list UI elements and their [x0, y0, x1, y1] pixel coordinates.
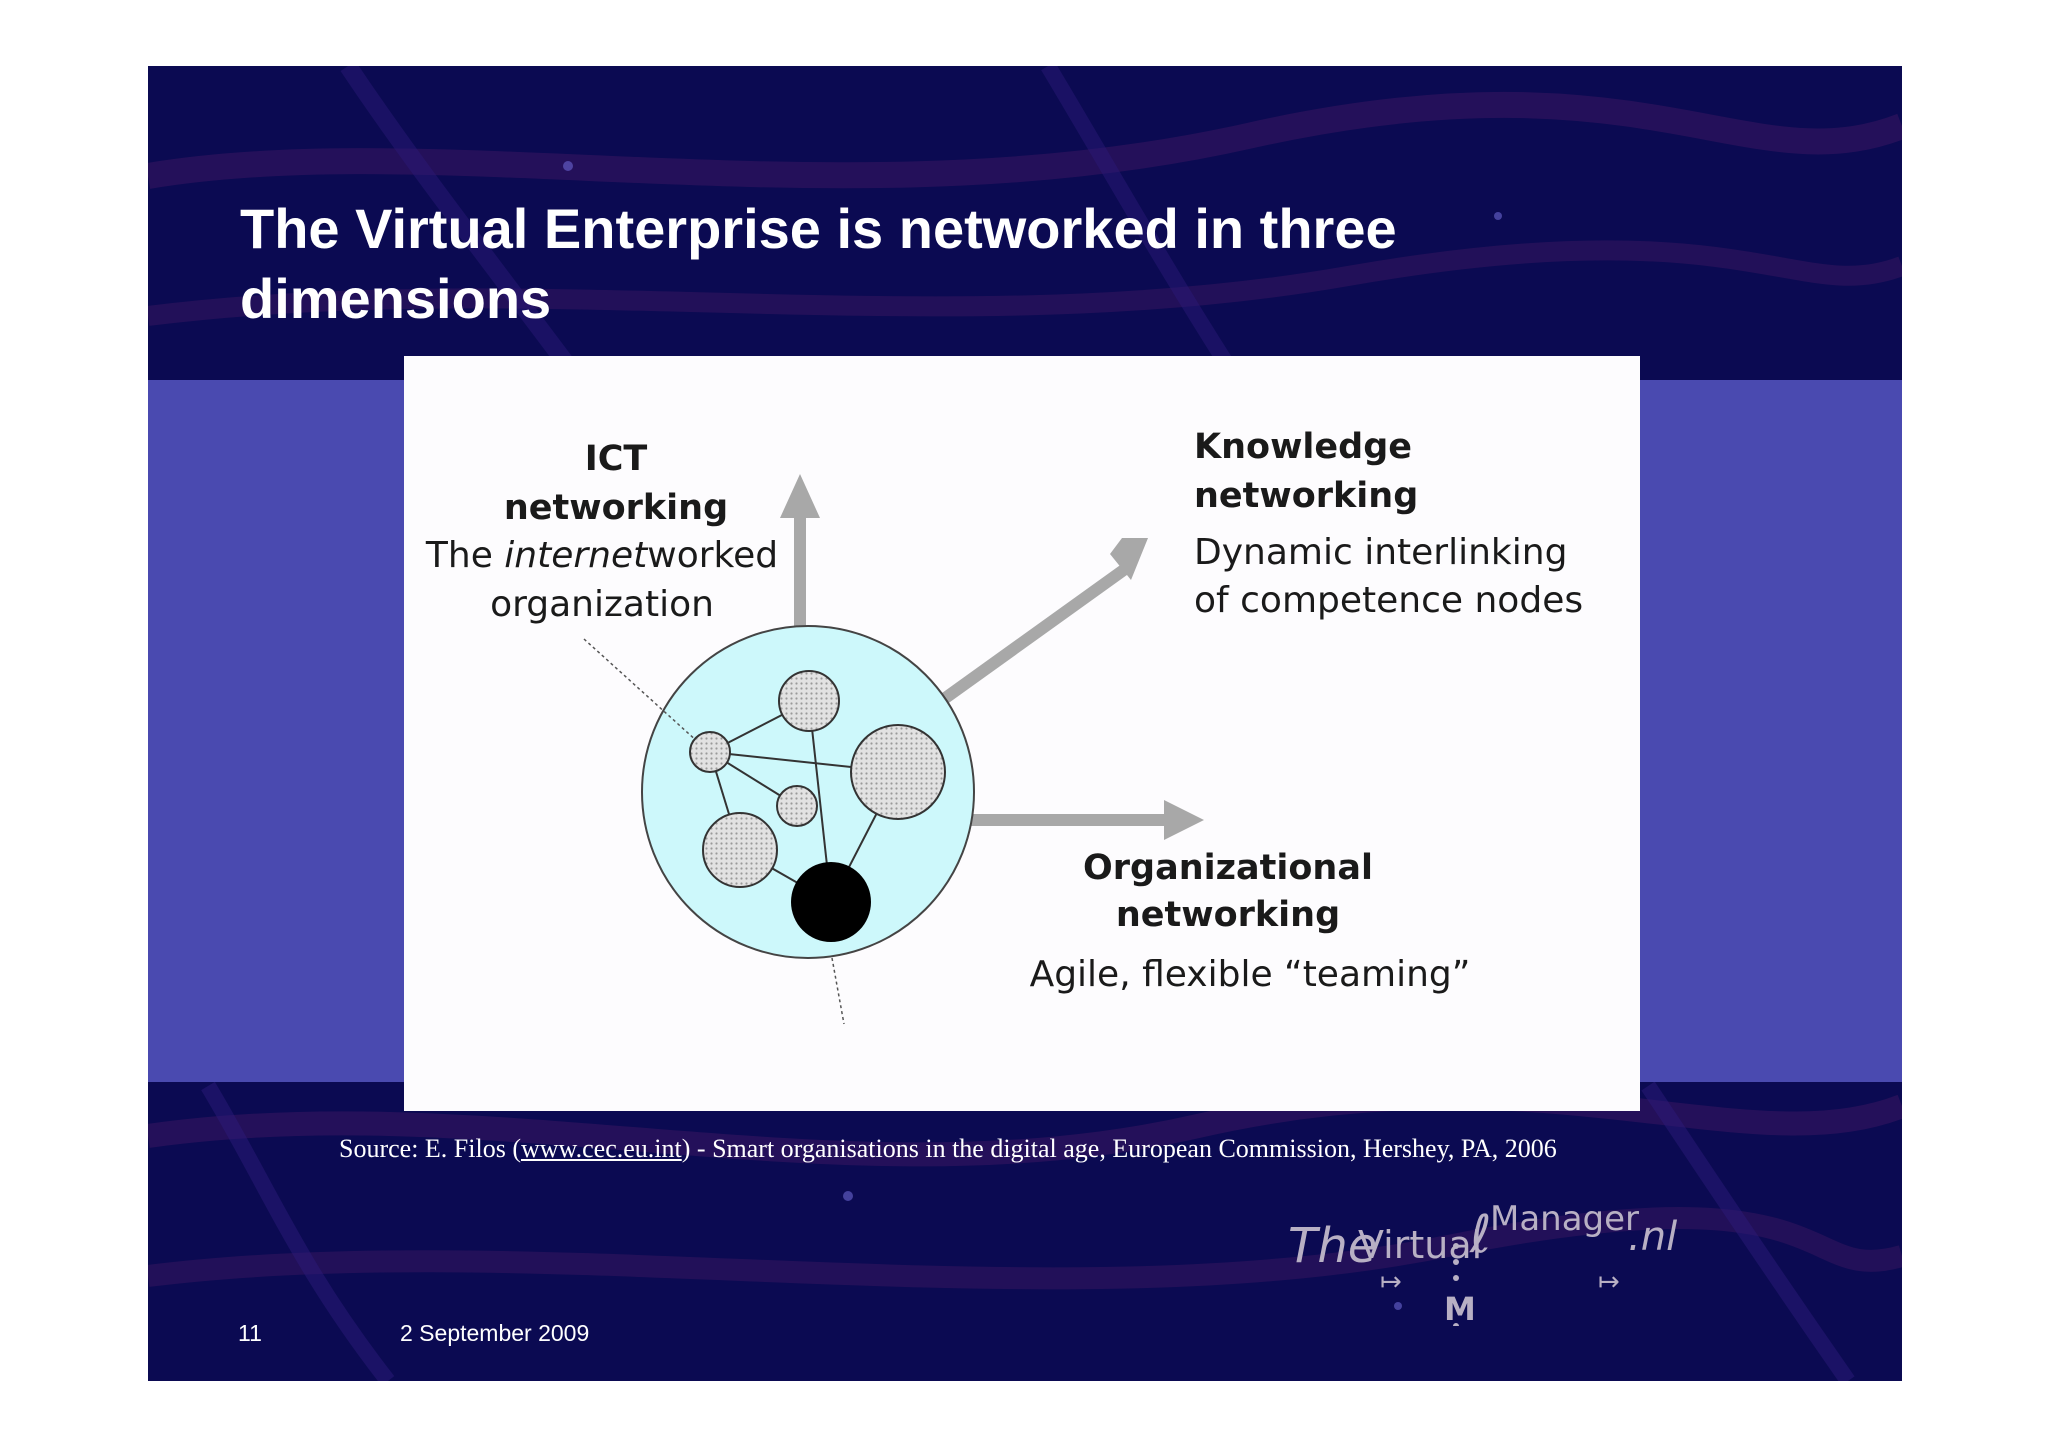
slide-title: The Virtual Enterprise is networked in t… — [240, 197, 1397, 330]
knowledge-heading-line2: networking — [1194, 476, 1418, 516]
knowledge-description-line1: Dynamic interlinking — [1194, 532, 1567, 573]
arrow-right-organizational — [969, 800, 1204, 840]
organizational-heading-line2: networking — [1116, 895, 1340, 935]
leader-line-bottom — [831, 957, 845, 1025]
arrow-up-ict — [780, 474, 820, 648]
source-prefix: Source: E. Filos ( — [339, 1134, 521, 1163]
ict-heading-line1: ICT — [585, 439, 648, 479]
svg-text:The: The — [1288, 1218, 1377, 1274]
svg-text:Manager: Manager — [1490, 1199, 1639, 1239]
ict-heading-line2: networking — [504, 488, 728, 528]
svg-text:↦: ↦ — [1380, 1267, 1402, 1297]
svg-text:Virtual: Virtual — [1358, 1223, 1482, 1267]
node-top — [778, 670, 840, 732]
knowledge-description-line2: of competence nodes — [1194, 580, 1583, 621]
node-small-center — [776, 785, 818, 827]
source-link[interactable]: www.cec.eu.int — [521, 1134, 682, 1163]
source-citation: Source: E. Filos (www.cec.eu.int) - Smar… — [339, 1134, 1839, 1164]
ict-description-line1: The internetworked — [425, 535, 778, 576]
ict-description-line2: organization — [490, 584, 714, 625]
leader-line-ict — [583, 638, 710, 753]
organizational-description: Agile, flexible “teaming” — [1030, 954, 1471, 995]
page-number: 11 — [238, 1320, 262, 1346]
footer-date: 2 September 2009 — [400, 1320, 590, 1346]
svg-text:.nl: .nl — [1628, 1214, 1677, 1260]
knowledge-heading-line1: Knowledge — [1194, 427, 1412, 467]
network-diagram: ICT networking The internetworked organi… — [425, 427, 1583, 1025]
svg-text:ℓ: ℓ — [1469, 1205, 1491, 1265]
node-core-black — [791, 862, 871, 942]
source-suffix: ) - Smart organisations in the digital a… — [681, 1134, 1557, 1163]
node-large-right — [850, 724, 946, 820]
node-small-left — [689, 731, 731, 773]
node-lower-left — [702, 812, 778, 888]
thevirtualmanager-logo: The Virtual ℓ Manager .nl M ↦ ↦ — [1288, 1199, 1677, 1326]
organizational-heading-line1: Organizational — [1083, 848, 1373, 888]
slide: The Virtual Enterprise is networked in t… — [148, 66, 1902, 1381]
svg-text:↦: ↦ — [1598, 1267, 1620, 1297]
svg-text:M: M — [1444, 1290, 1476, 1326]
background-light-streaks — [148, 66, 1902, 1381]
arrow-diagonal-knowledge — [933, 538, 1148, 709]
diagram-figure: ICT networking The internetworked organi… — [404, 356, 1640, 1111]
